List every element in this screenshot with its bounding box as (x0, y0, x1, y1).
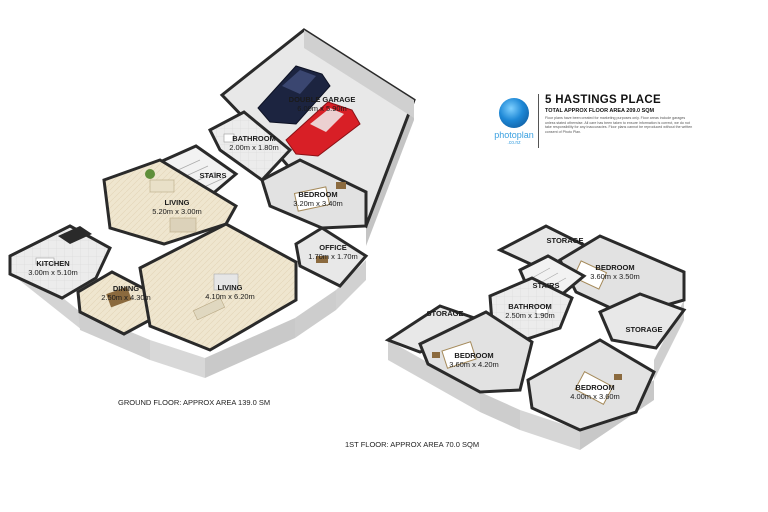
brand-name: photoplan (494, 130, 534, 140)
label-kitchen-dims: 3.00m x 5.10m (28, 268, 78, 277)
label-bedroom-left-dims: 3.60m x 4.20m (449, 360, 499, 369)
car-dark-icon (257, 65, 331, 125)
room-bedroom-ground (260, 158, 368, 230)
label-storage-right: STORAGE (626, 325, 663, 334)
label-living-lower-name: LIVING (217, 283, 242, 292)
label-living-lower-dims: 4.10m x 6.20m (205, 292, 255, 301)
room-bathroom-ground (208, 110, 293, 182)
label-garage-name: DOUBLE GARAGE (289, 95, 356, 104)
label-garage-dims: 6.00m x 5.90m (297, 104, 347, 113)
label-storage-left: STORAGE (427, 309, 464, 318)
first-floor-plan: STORAGE BEDROOM 3.60m x 3.50m STAIRS STO… (384, 224, 687, 450)
label-bathroom-first-name: BATHROOM (508, 302, 552, 311)
label-bedroom-name: BEDROOM (298, 190, 337, 199)
label-bedroom-dims: 3.20m x 3.40m (293, 199, 343, 208)
label-office-dims: 1.70m x 1.70m (308, 252, 358, 261)
ground-floor-labels: DOUBLE GARAGE 6.00m x 5.90m BATHROOM 2.0… (28, 95, 358, 302)
label-stairs-name: STAIRS (200, 171, 227, 180)
title-block: 5 HASTINGS PLACE TOTAL APPROX FLOOR AREA… (538, 94, 695, 148)
room-kitchen (8, 224, 112, 300)
label-bedroom-left-name: BEDROOM (454, 351, 493, 360)
label-bedroom-bottom-dims: 4.00m x 3.60m (570, 392, 620, 401)
label-living-upper-name: LIVING (164, 198, 189, 207)
room-bedroom-bottom (526, 338, 656, 432)
brand-logo: photoplan .co.nz (484, 94, 544, 146)
label-bedroom-tr-dims: 3.60m x 3.50m (590, 272, 640, 281)
label-bedroom-bottom-name: BEDROOM (575, 383, 614, 392)
brand-domain: .co.nz (507, 140, 521, 146)
label-bathroom-dims: 2.00m x 1.80m (229, 143, 279, 152)
room-living-upper (102, 158, 239, 246)
room-office (294, 226, 369, 288)
car-red-icon (285, 101, 361, 157)
ground-floor-plan: DOUBLE GARAGE 6.00m x 5.90m BATHROOM 2.0… (8, 28, 416, 378)
label-bedroom-tr-name: BEDROOM (595, 263, 634, 272)
label-dining-name: DINING (113, 284, 139, 293)
label-living-upper-dims: 5.20m x 3.00m (152, 207, 202, 216)
label-dining-dims: 2.50m x 4.30m (101, 293, 151, 302)
label-office-name: OFFICE (319, 243, 347, 252)
photoplan-logo-icon (499, 98, 529, 128)
first-floor-labels: STORAGE BEDROOM 3.60m x 3.50m STAIRS STO… (427, 236, 663, 401)
ground-floor-caption: GROUND FLOOR: APPROX AREA 139.0 SM (118, 398, 271, 407)
label-bathroom-first-dims: 2.50m x 1.90m (505, 311, 555, 320)
total-area-subtitle: TOTAL APPROX FLOOR AREA 209.0 SQM (545, 108, 655, 114)
property-title: 5 HASTINGS PLACE (545, 94, 661, 106)
disclaimer-text: Floor plans have been created for market… (545, 116, 693, 134)
room-living-lower (138, 222, 298, 352)
label-bathroom-name: BATHROOM (232, 134, 276, 143)
room-bedroom-left (418, 310, 534, 394)
label-kitchen-name: KITCHEN (36, 259, 69, 268)
first-floor-caption: 1ST FLOOR: APPROX AREA 70.0 SQM (345, 440, 480, 449)
room-double-garage (219, 28, 416, 229)
label-stairs-first: STAIRS (533, 281, 560, 290)
room-storage-right (598, 292, 687, 350)
label-storage-top: STORAGE (547, 236, 584, 245)
